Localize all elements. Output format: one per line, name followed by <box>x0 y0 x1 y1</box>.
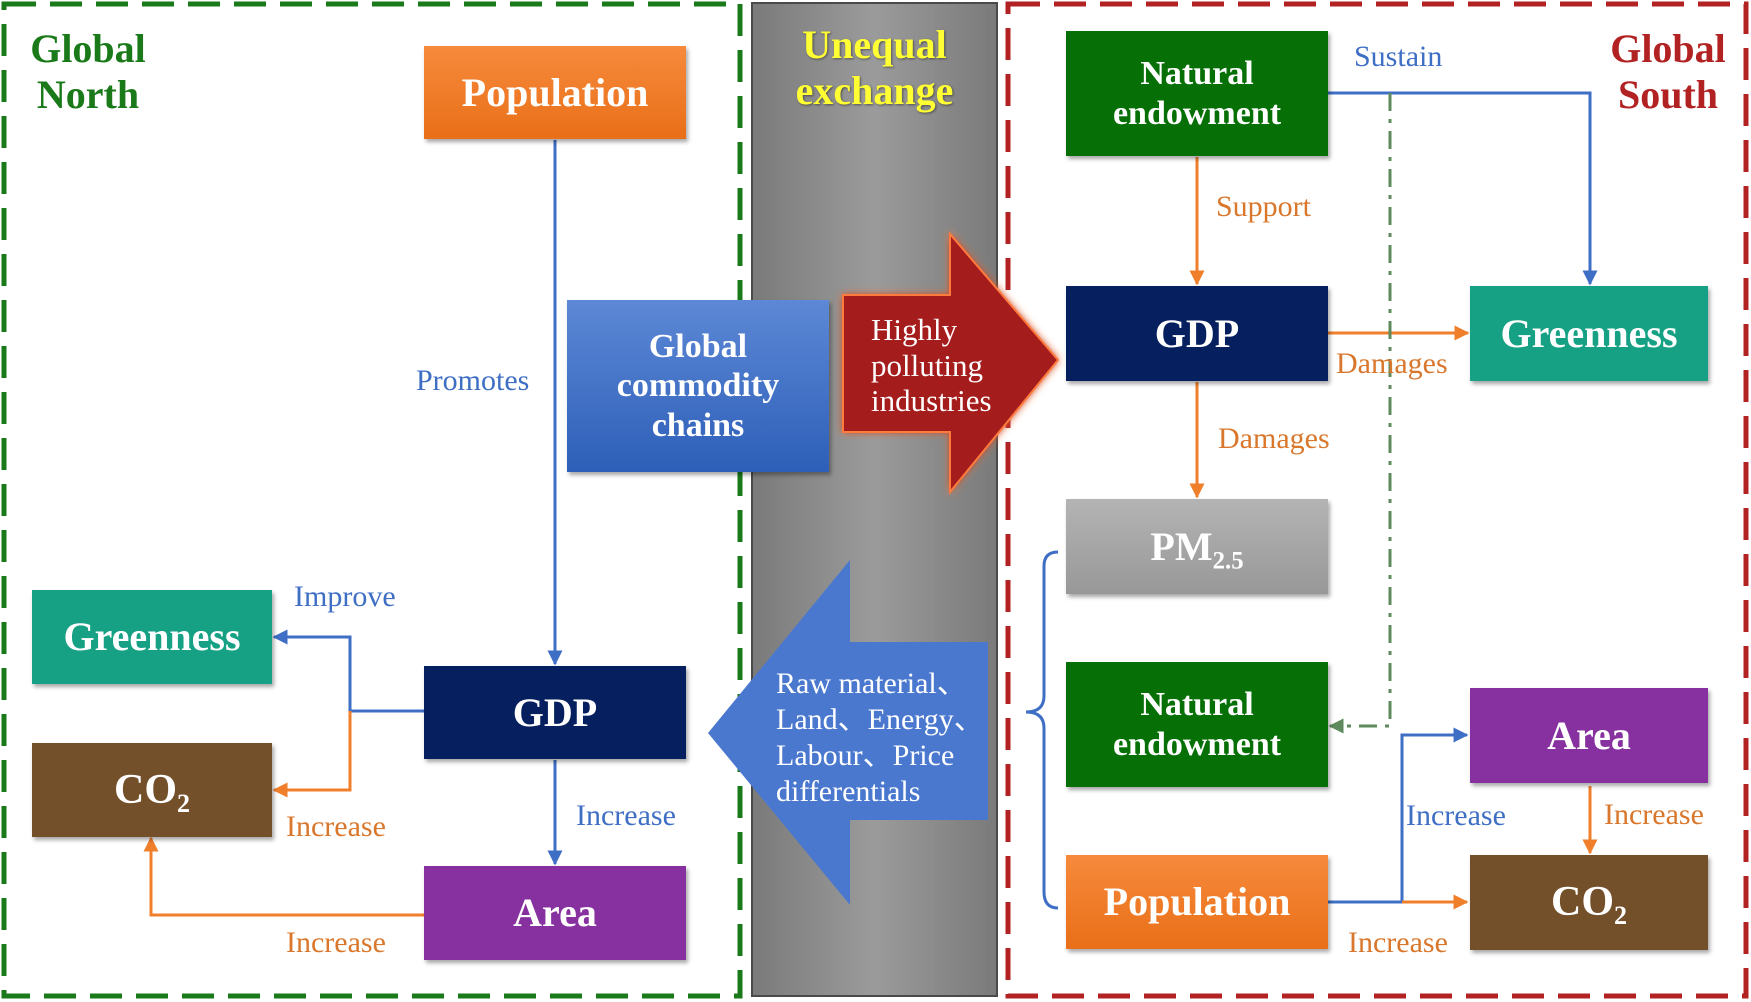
south-increase-co2-label: Increase <box>1348 926 1448 959</box>
north-greenness-label: Greenness <box>63 614 241 659</box>
south-natural-to-greenness <box>1328 91 1598 286</box>
global-south-frame <box>1005 1 1749 999</box>
south-area-box: Area <box>1470 688 1708 783</box>
south-increase-area-label: Increase <box>1406 799 1506 832</box>
south-population-label: Population <box>1103 879 1291 924</box>
north-gdp-box: GDP <box>424 666 686 759</box>
south-pm25-box: PM2.5 <box>1066 499 1328 594</box>
south-co2-label: CO2 <box>1550 879 1627 931</box>
north-increase-area-label: Increase <box>576 799 676 832</box>
south-area-label: Area <box>1547 712 1631 758</box>
south-greenness-box: Greenness <box>1470 286 1708 381</box>
north-gdp-to-greenness <box>272 629 424 713</box>
north-gdp-label: GDP <box>512 689 598 735</box>
unequal-exchange-title: Unequal exchange <box>795 22 954 113</box>
south-damages-pm-label: Damages <box>1218 422 1330 455</box>
south-co2-box: CO2 <box>1470 855 1708 950</box>
north-increase-co2-label: Increase <box>286 810 386 843</box>
global-commodity-chains-box: Global commodity chains <box>567 300 829 472</box>
global-north-frame <box>1 1 743 999</box>
north-improve-label: Improve <box>294 580 396 613</box>
south-natural-endowment-bottom-box: Natural endowment <box>1066 662 1328 787</box>
south-support-label: Support <box>1216 190 1312 223</box>
north-greenness-box: Greenness <box>32 590 272 684</box>
highly-polluting-industries-label: Highly polluting industries <box>871 312 992 419</box>
south-sustain-label: Sustain <box>1354 40 1443 73</box>
south-dashdot-link <box>1328 93 1392 734</box>
south-damages-greenness-label: Damages <box>1336 347 1448 380</box>
south-pm25-label: PM2.5 <box>1150 523 1244 575</box>
north-co2-box: CO2 <box>32 743 272 837</box>
raw-material-arrow <box>708 560 988 905</box>
highly-polluting-arrow <box>842 231 1060 495</box>
global-south-title: Global South <box>1610 26 1726 117</box>
north-increase-area-co2-label: Increase <box>286 926 386 959</box>
north-area-to-co2 <box>143 836 424 917</box>
north-gdp-to-co2 <box>272 711 352 798</box>
raw-material-label: Raw material、 Land、Energy、 Labour、Price … <box>776 667 984 808</box>
south-gdp-box: GDP <box>1066 286 1328 381</box>
north-population-label: Population <box>461 69 649 115</box>
north-area-box: Area <box>424 866 686 960</box>
south-grouping-brace <box>1025 550 1059 910</box>
north-population-box: Population <box>424 46 686 139</box>
south-population-to-area <box>1328 727 1469 904</box>
north-promotes-label: Promotes <box>416 364 530 397</box>
south-greenness-label: Greenness <box>1500 310 1678 356</box>
north-area-label: Area <box>513 890 597 935</box>
south-gdp-label: GDP <box>1154 310 1240 356</box>
south-natural-endowment-top-box: Natural endowment <box>1066 31 1328 156</box>
north-co2-label: CO2 <box>113 766 190 818</box>
south-increase-area-co2-label: Increase <box>1604 798 1704 831</box>
south-population-box: Population <box>1066 855 1328 949</box>
unequal-exchange-band <box>751 2 998 997</box>
global-north-title: Global North <box>30 26 146 117</box>
